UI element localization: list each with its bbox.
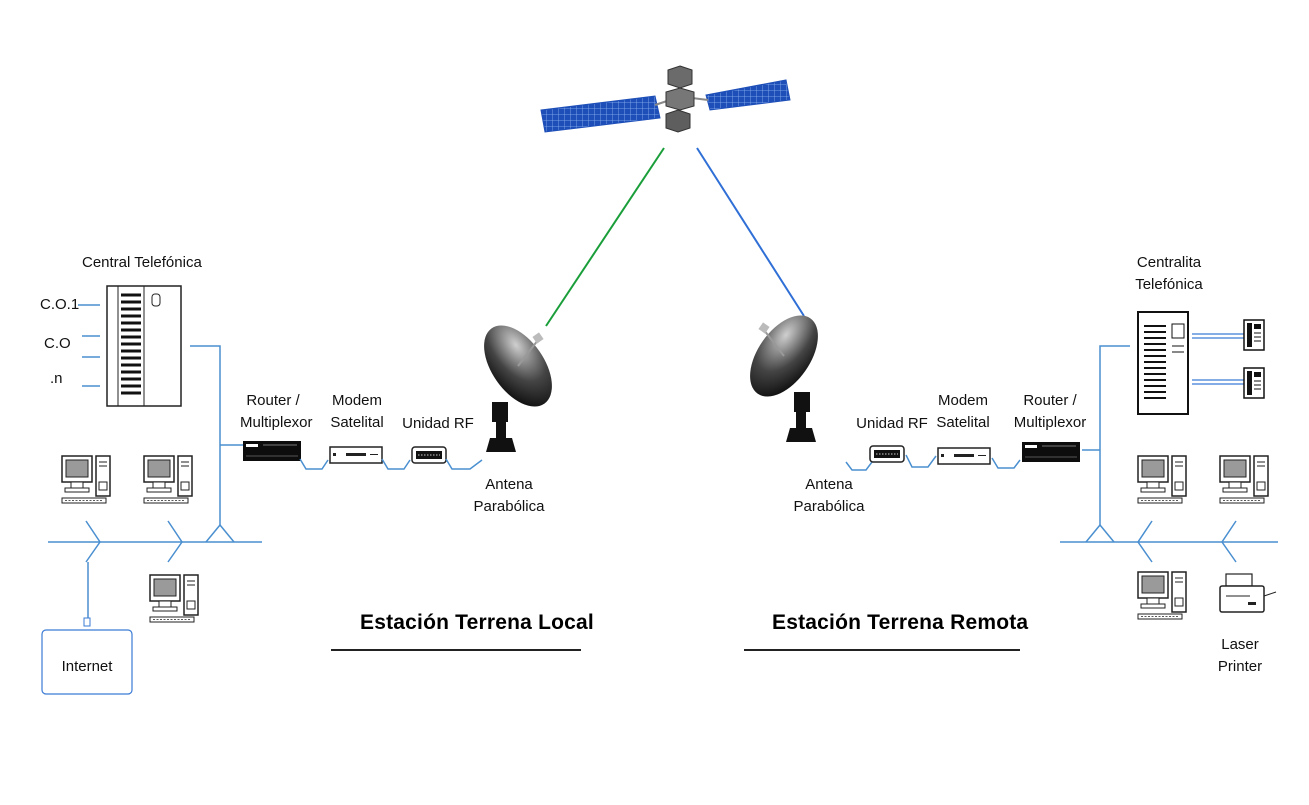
modem-satelital-icon — [329, 446, 383, 464]
computer-icon — [143, 455, 193, 504]
phone-lines — [1192, 333, 1244, 385]
computer-icon — [1219, 455, 1269, 504]
local-station-title: Estación Terrena Local — [360, 611, 594, 634]
laser-printer-icon — [1219, 573, 1277, 613]
left-rf-label: Unidad RF — [402, 415, 474, 432]
parabolic-antenna-icon — [735, 302, 833, 443]
right-lan-bus — [1060, 345, 1278, 563]
co-lines — [78, 304, 100, 387]
right-router-label: Router / Multiplexor — [1013, 392, 1087, 431]
centralita-telefonica-icon — [1137, 311, 1189, 415]
remote-title-underline — [744, 649, 1020, 651]
left-modem-label: Modem Satelital — [330, 392, 384, 431]
parabolic-antenna-icon — [469, 312, 567, 453]
laser-printer-label: Laser Printer — [1217, 636, 1263, 675]
computer-icon — [1137, 571, 1187, 620]
centralita-label: Centralita Telefónica — [1135, 254, 1203, 293]
modem-satelital-icon — [937, 447, 991, 465]
co-n-label: .n — [50, 370, 63, 387]
left-lan-bus — [48, 345, 262, 620]
rf-unit-icon — [411, 446, 447, 464]
central-telefonica-label: Central Telefónica — [82, 254, 202, 271]
telephone-icon — [1243, 367, 1265, 399]
central-telefonica-icon — [106, 285, 182, 407]
computer-icon — [61, 455, 111, 504]
uplink-line — [545, 147, 665, 327]
internet-label: Internet — [61, 658, 113, 675]
left-antenna-label: Antena Parabólica — [473, 476, 545, 515]
local-title-underline — [331, 649, 581, 651]
telephone-icon — [1243, 319, 1265, 351]
downlink-line — [696, 147, 805, 317]
satellite-icon — [540, 65, 791, 133]
right-antenna-label: Antena Parabólica — [793, 476, 865, 515]
right-modem-label: Modem Satelital — [936, 392, 990, 431]
rf-unit-icon — [869, 445, 905, 463]
co-label: C.O — [44, 335, 71, 352]
computer-icon — [149, 574, 199, 623]
right-rf-label: Unidad RF — [856, 415, 928, 432]
router-multiplexor-icon — [242, 440, 302, 462]
remote-station-title: Estación Terrena Remota — [772, 611, 1029, 634]
left-router-label: Router / Multiplexor — [240, 392, 313, 431]
router-multiplexor-icon — [1021, 441, 1081, 463]
computer-icon — [1137, 455, 1187, 504]
co1-label: C.O.1 — [40, 296, 80, 313]
internet-box — [41, 629, 133, 695]
